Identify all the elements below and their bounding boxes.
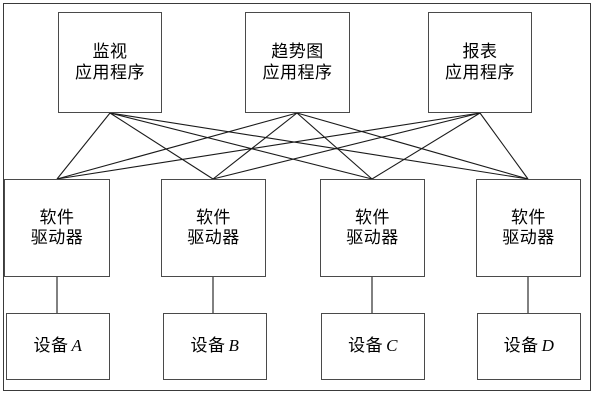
driver-a-line2: 驱动器	[30, 228, 84, 247]
driver-d-line1: 软件	[511, 207, 546, 227]
device-c-label: 设备	[348, 336, 384, 356]
diagram-outer-frame	[3, 3, 591, 391]
device-a-label: 设备	[33, 336, 69, 356]
driver-c-line2: 驱动器	[346, 228, 399, 247]
app-monitor[interactable]: 监视应用程序	[58, 12, 162, 113]
device-a-letter: A	[71, 336, 83, 356]
driver-a-line1: 软件	[39, 207, 75, 227]
driver-a[interactable]: 软件驱动器	[4, 179, 110, 277]
driver-d-line2: 驱动器	[502, 228, 555, 247]
device-c-letter: C	[386, 336, 398, 356]
app-report[interactable]: 报表应用程序	[428, 12, 532, 113]
driver-c-line1: 软件	[355, 207, 390, 227]
driver-d[interactable]: 软件驱动器	[476, 179, 581, 277]
driver-b-line2: 驱动器	[187, 228, 240, 247]
device-b-letter: B	[228, 336, 240, 356]
app-monitor-line2: 应用程序	[75, 62, 145, 82]
driver-b[interactable]: 软件驱动器	[161, 179, 266, 277]
app-trend-line2: 应用程序	[262, 62, 333, 82]
device-d-label: 设备	[503, 336, 539, 356]
device-b-label: 设备	[190, 336, 226, 356]
app-trend[interactable]: 趋势图应用程序	[245, 12, 350, 113]
app-report-line2: 应用程序	[445, 62, 515, 82]
device-d-letter: D	[541, 336, 555, 356]
app-report-line1: 报表	[462, 42, 498, 62]
driver-b-line1: 软件	[196, 207, 231, 227]
app-trend-line1: 趋势图	[271, 42, 324, 62]
app-monitor-line1: 监视	[92, 42, 128, 62]
driver-c[interactable]: 软件驱动器	[320, 179, 425, 277]
